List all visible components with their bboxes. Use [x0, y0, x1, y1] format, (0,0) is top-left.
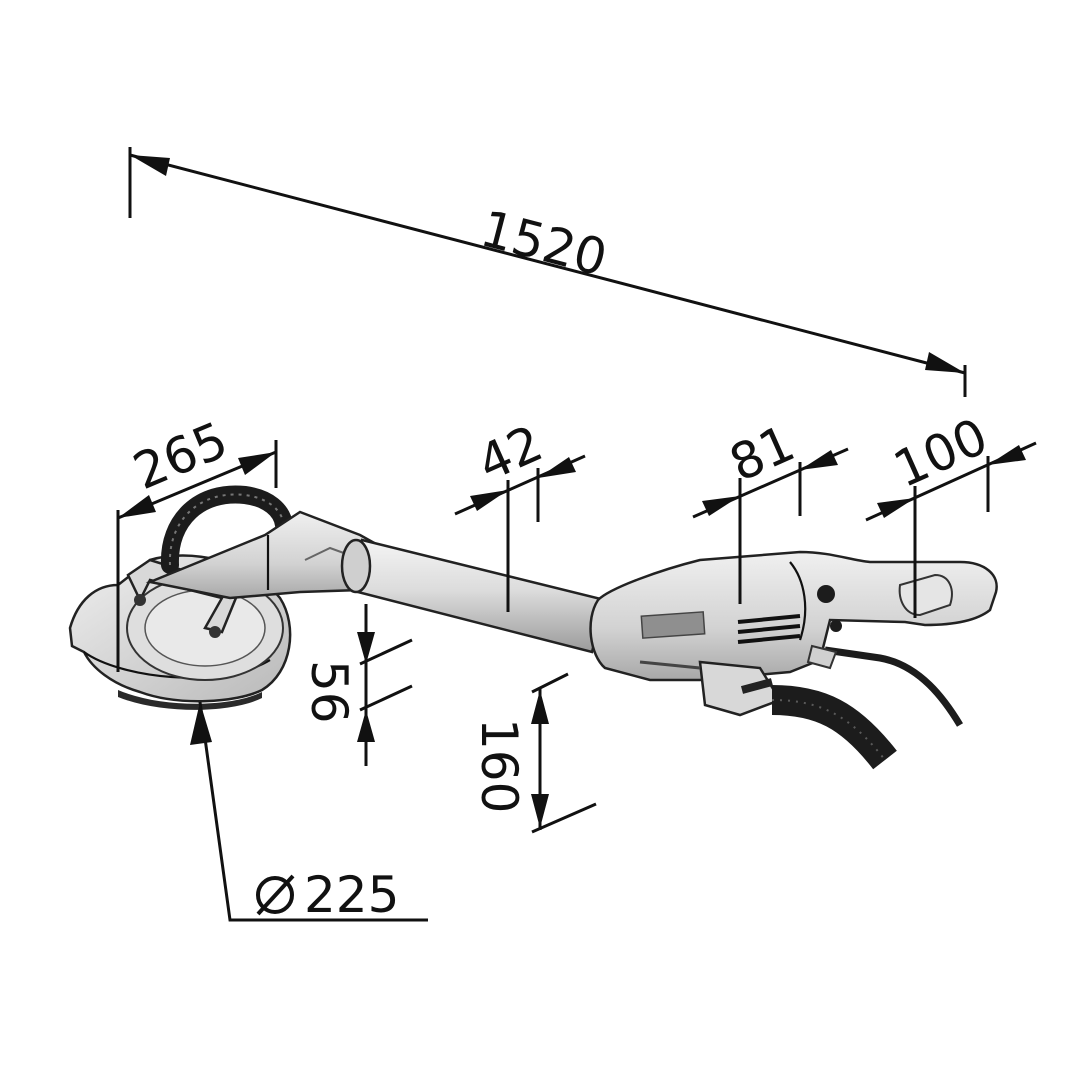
dim-overall-length: 1520 — [475, 199, 613, 287]
drywall-sander-illustration — [68, 485, 998, 770]
dim-disc-diameter-value: 225 — [304, 866, 399, 924]
dim-motor-height: 160 — [470, 718, 528, 813]
motor-housing — [589, 550, 998, 717]
dimension-160: 160 — [470, 672, 597, 834]
dim-head-height: 56 — [300, 660, 358, 724]
dimension-56: 56 — [300, 604, 413, 766]
dim-motor-width: 81 — [721, 414, 803, 493]
dimension-1520: 1520 — [128, 147, 967, 397]
diameter-symbol-icon — [256, 874, 295, 916]
dimension-225-leader: 225 — [190, 701, 428, 924]
